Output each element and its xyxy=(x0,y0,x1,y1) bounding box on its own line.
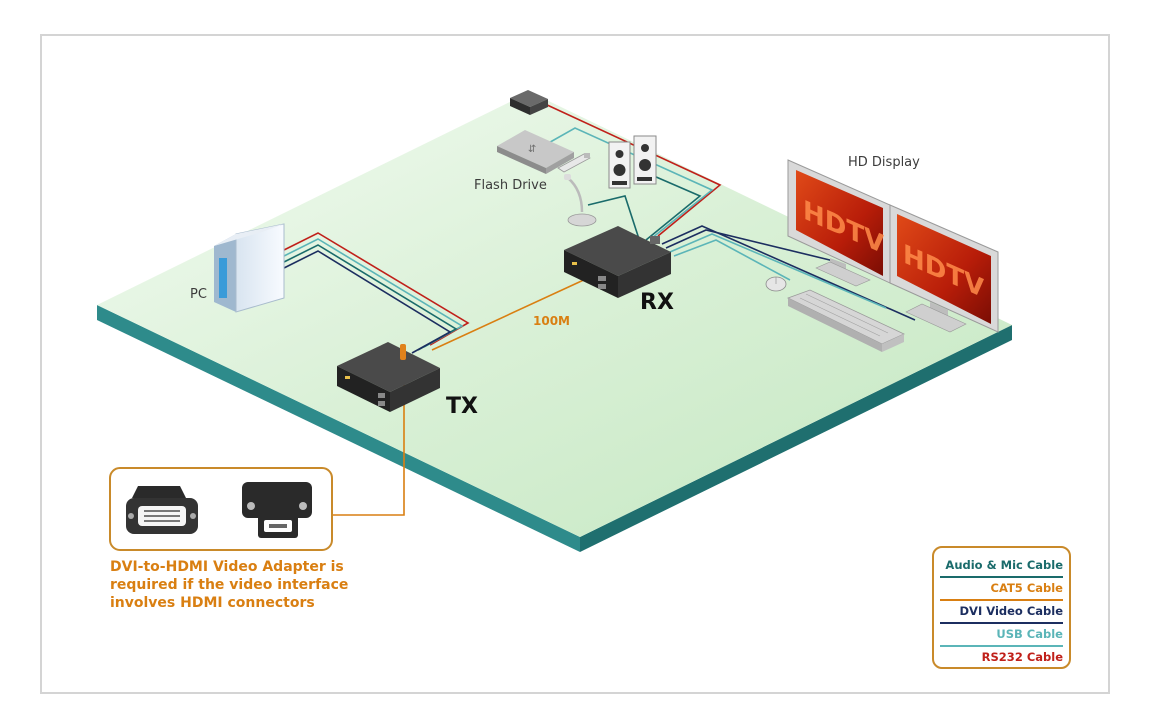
dvi-cable-pc xyxy=(283,250,452,354)
rs232-cable-rx xyxy=(544,103,722,237)
legend-item-audio: Audio & Mic Cable xyxy=(940,556,1063,578)
pc-tower-icon xyxy=(214,223,285,313)
cat5-cable xyxy=(431,277,589,351)
link-speed-label: 100M xyxy=(533,314,570,328)
rs232-device-icon xyxy=(510,90,548,115)
keyboard-icon xyxy=(786,289,905,352)
hdmi-connector-icon xyxy=(242,482,312,538)
legend-label-usb: USB Cable xyxy=(996,627,1063,641)
svg-text:⇵: ⇵ xyxy=(528,144,536,155)
legend-item-dvi: DVI Video Cable xyxy=(940,602,1063,624)
mouse-icon xyxy=(765,276,787,292)
legend-label-audio: Audio & Mic Cable xyxy=(945,558,1063,572)
adapter-note-line-3: involves HDMI connectors xyxy=(110,595,315,611)
legend-item-rs232: RS232 Cable xyxy=(940,648,1063,668)
adapter-note-line-1: DVI-to-HDMI Video Adapter is xyxy=(110,559,344,575)
rx-label: RX xyxy=(640,290,674,315)
speakers-icon xyxy=(608,135,657,189)
platform-edge-right xyxy=(580,325,1012,552)
cables xyxy=(283,103,916,516)
legend-item-cat5: CAT5 Cable xyxy=(940,579,1063,601)
audio-cable-mic xyxy=(587,195,641,243)
dvi-connector-icon xyxy=(126,486,198,534)
flash-drive-label: Flash Drive xyxy=(474,178,547,193)
dvi-cable-rx-1 xyxy=(661,225,916,321)
usb-cable-rx-1 xyxy=(669,233,887,309)
adapter-note-line-2: required if the video interface xyxy=(110,577,349,593)
audio-cable-speakers xyxy=(639,169,702,241)
tx-label: TX xyxy=(446,394,478,419)
platform xyxy=(97,92,1012,552)
legend-label-dvi: DVI Video Cable xyxy=(959,604,1063,618)
rx-device-icon xyxy=(564,226,671,298)
usb-hub-icon: ⇵ xyxy=(497,130,574,174)
legend-label-rs232: RS232 Cable xyxy=(981,650,1063,664)
usb-cable-rx-2 xyxy=(673,239,791,281)
legend-label-cat5: CAT5 Cable xyxy=(990,581,1063,595)
hd-display-right-icon: HDTV xyxy=(889,204,999,333)
microphone-icon xyxy=(564,174,597,227)
legend-item-usb: USB Cable xyxy=(940,625,1063,647)
tx-device-icon xyxy=(337,342,440,412)
hd-display-left-icon: HDTV xyxy=(787,159,891,287)
adapter-callout xyxy=(109,467,333,551)
hd-display-label: HD Display xyxy=(848,155,920,170)
adapter-callout-line xyxy=(332,358,405,516)
cable-legend: Audio & Mic Cable CAT5 Cable DVI Video C… xyxy=(932,546,1071,669)
flash-drive-icon xyxy=(557,153,591,173)
platform-edge-left xyxy=(97,305,580,552)
dvi-cable-rx-2 xyxy=(665,229,839,263)
adapter-note: DVI-to-HDMI Video Adapter is required if… xyxy=(110,558,350,612)
pc-label: PC xyxy=(190,287,207,302)
platform-top xyxy=(97,92,1012,537)
